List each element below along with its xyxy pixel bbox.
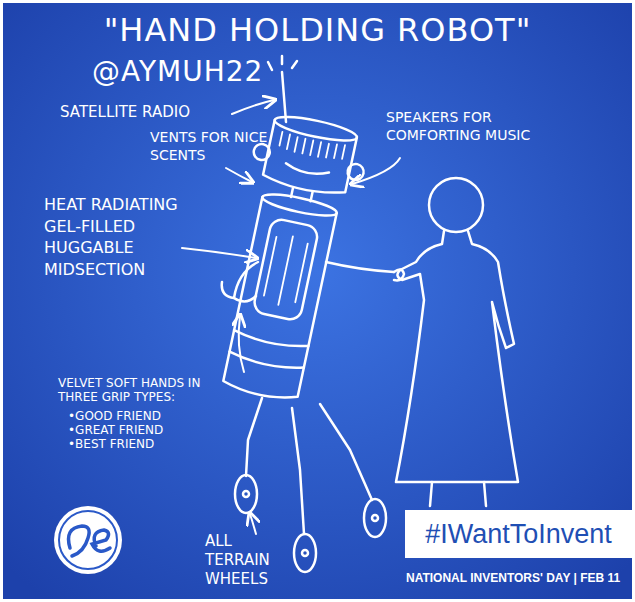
- callout-label: SATELLITE RADIO: [60, 104, 260, 121]
- wheel-hub: [372, 515, 378, 521]
- leader-lines: [182, 100, 400, 534]
- left-leg: [246, 398, 262, 476]
- callout-label: SPEAKERS FOR COMFORTING MUSIC: [386, 108, 536, 144]
- callout-label: ALL TERRAIN WHEELS: [205, 532, 290, 588]
- woman-head: [429, 178, 483, 232]
- author-handle: @AYMUH22: [92, 56, 312, 88]
- antenna: [282, 72, 286, 122]
- leader-arrow: [232, 100, 274, 114]
- callout-label: •BEST FRIEND: [68, 438, 228, 452]
- wheel: [235, 475, 257, 513]
- head-top: [273, 112, 358, 145]
- callout-label: HEAT RADIATING GEL-FILLED HUGGABLE MIDSE…: [44, 194, 214, 280]
- callout-label: VENTS FOR NICE SCENTS: [150, 128, 275, 164]
- left-ear-speaker: [252, 142, 271, 161]
- leader-arrow: [226, 168, 252, 182]
- hashtag-text: #IWantToInvent: [425, 519, 612, 550]
- right-arm: [326, 262, 394, 272]
- wheel-hub: [243, 491, 249, 497]
- wheel-hub: [302, 550, 308, 556]
- ge-logo: [54, 506, 122, 574]
- right-ear-speaker: [346, 162, 365, 181]
- hashtag-box: #IWantToInvent: [405, 510, 632, 558]
- body-cylinder: [222, 197, 337, 403]
- woman-legs: [430, 482, 486, 506]
- antenna-sparks: [268, 56, 297, 70]
- leader-arrow: [250, 514, 256, 534]
- blue-background: [3, 3, 632, 599]
- left-hand-claw: [222, 282, 256, 302]
- gel-midsection: [252, 218, 319, 322]
- leader-arrow: [352, 158, 400, 184]
- logo-ring: [59, 511, 117, 569]
- callout-label: •GREAT FRIEND: [68, 424, 228, 438]
- middle-leg: [292, 408, 304, 534]
- poster-title: "HAND HOLDING ROBOT": [60, 12, 575, 49]
- right-leg: [320, 404, 372, 500]
- robot-body: [204, 109, 372, 406]
- wheel: [364, 499, 386, 537]
- woman-silhouette: [396, 178, 518, 506]
- woman-body: [396, 231, 518, 482]
- callout-label: VELVET SOFT HANDS IN THREE GRIP TYPES:: [58, 376, 218, 405]
- logo-disc: [54, 506, 122, 574]
- body-top: [261, 190, 338, 219]
- leader-arrow: [239, 316, 244, 372]
- leader-arrow: [182, 248, 256, 258]
- midsection-ribs: [263, 233, 309, 308]
- scent-vents: [279, 132, 345, 162]
- callout-label: NATIONAL INVENTORS' DAY | FEB 11: [406, 572, 632, 586]
- left-arm: [234, 262, 258, 298]
- robot-mouth: [285, 163, 329, 177]
- wheel: [294, 534, 316, 572]
- head-cylinder: [262, 120, 357, 198]
- callout-label: •GOOD FRIEND: [68, 410, 228, 424]
- logo-monogram: [69, 526, 111, 556]
